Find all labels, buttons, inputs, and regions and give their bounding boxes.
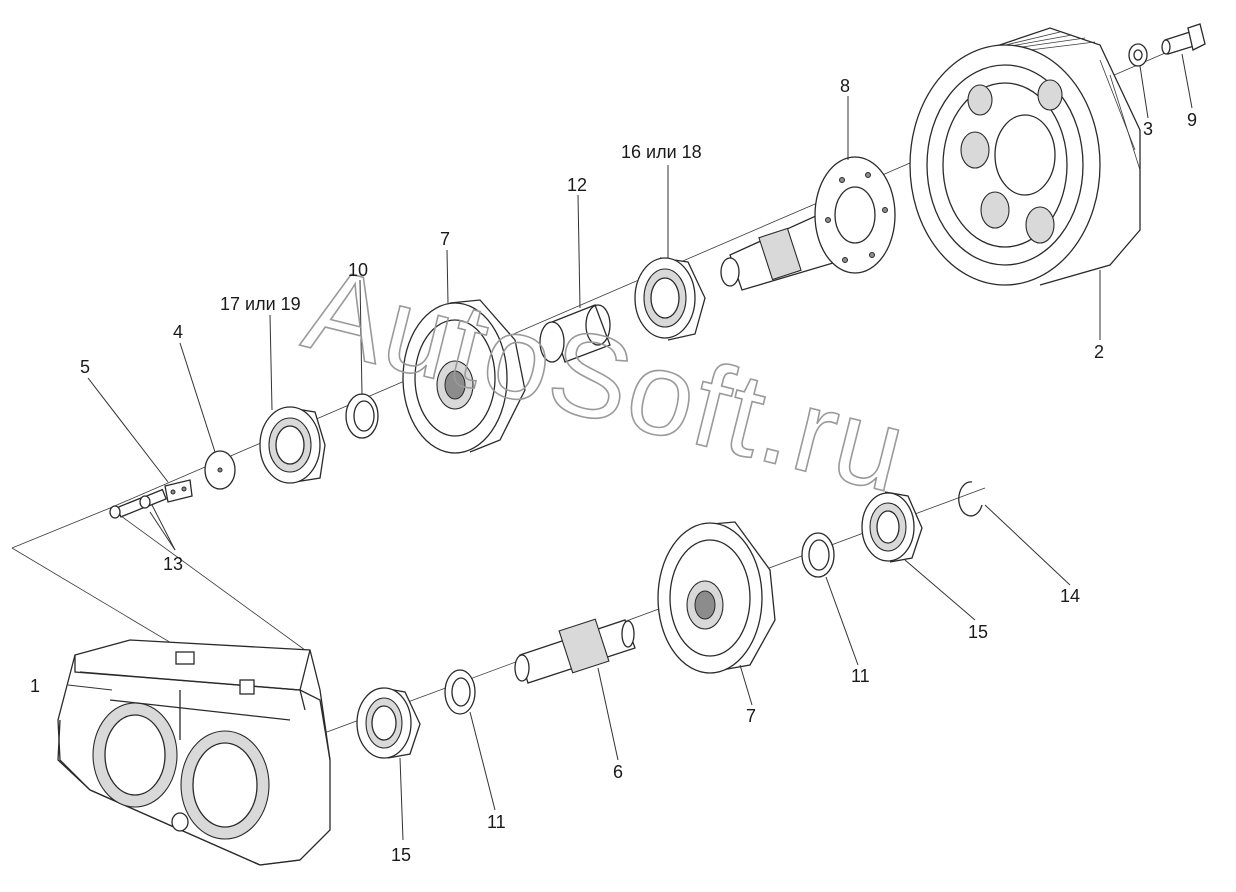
watermark-text: AutoSoft.ru	[293, 242, 919, 518]
ring-part-11-lower	[444, 669, 476, 715]
sleeve-part-12	[539, 304, 611, 363]
callout-label-14: 14	[1060, 586, 1080, 606]
callout-label-15-bottom: 15	[391, 845, 411, 865]
callout-label-6: 6	[613, 762, 623, 782]
gear-part-7-lower	[657, 521, 776, 674]
pulley-part-2	[909, 27, 1141, 286]
callout-label-8: 8	[840, 76, 850, 96]
callout-label-1: 1	[30, 676, 40, 696]
bearing-part-15-right	[861, 491, 923, 563]
callout-label-4: 4	[173, 322, 183, 342]
plate-part-5	[164, 479, 193, 503]
flanged-shaft-part-8	[720, 156, 896, 291]
ring-part-11-right	[801, 532, 835, 578]
callout-label-10: 10	[348, 260, 368, 280]
bolt-part-9	[1161, 23, 1206, 55]
callout-label-12: 12	[567, 175, 587, 195]
ring-part-10	[345, 393, 379, 439]
callout-label-7-top: 7	[440, 229, 450, 249]
callout-label-3: 3	[1143, 119, 1153, 139]
shaft-part-6	[514, 618, 636, 684]
bearing-part-17-19	[259, 406, 326, 484]
callout-label-16-18: 16 или 18	[621, 142, 702, 162]
callout-label-11-right: 11	[851, 666, 870, 686]
callout-label-15-right: 15	[968, 622, 988, 642]
callout-label-5: 5	[80, 357, 90, 377]
leader-lines	[67, 53, 1193, 841]
callout-label-2: 2	[1094, 342, 1104, 362]
bearing-part-16-18	[634, 257, 706, 341]
callout-label-11-mid: 11	[487, 812, 506, 832]
washer-part-3	[1128, 43, 1148, 67]
washer-part-4	[204, 450, 236, 490]
housing-part-1	[57, 639, 331, 866]
callout-label-13: 13	[163, 554, 183, 574]
callout-label-17-19: 17 или 19	[220, 294, 301, 314]
pins-part-13	[109, 488, 167, 519]
callout-label-7-bottom: 7	[746, 706, 756, 726]
gear-part-7-upper	[402, 299, 526, 454]
snap-ring-part-14	[958, 481, 983, 517]
callout-label-9: 9	[1187, 110, 1197, 130]
bearing-part-15-lower	[356, 687, 421, 759]
